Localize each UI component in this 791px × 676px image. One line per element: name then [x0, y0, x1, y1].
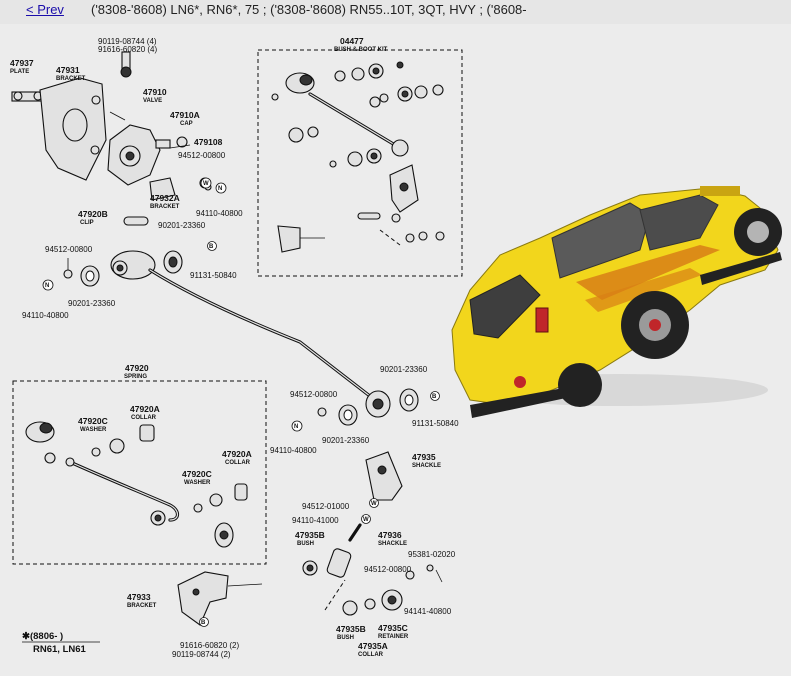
washer-symbol-c: W: [363, 517, 369, 523]
bolt2-number: 91616-60820 (4): [98, 45, 157, 54]
washer-symbol: [200, 177, 212, 189]
bolt-symbol-b: B: [432, 394, 437, 400]
retainer-number: 47935C: [378, 623, 408, 633]
footnote-models: RN61, LN61: [33, 644, 87, 655]
washer2-name: WASHER: [184, 480, 211, 486]
spring-name: SPRING: [124, 374, 147, 380]
shackle1-name: SHACKLE: [412, 463, 441, 469]
bolt3-number: 91616-60820 (2): [180, 641, 239, 650]
valve-name: VALVE: [143, 98, 162, 104]
bracket1-name: BRACKET: [56, 76, 86, 82]
part-94110-c: 94110-40800: [270, 446, 317, 455]
part-94512-a: 94512-00800: [178, 151, 226, 160]
part-94110-d: 94110-41000: [292, 516, 339, 525]
kit-number: 04477: [340, 36, 364, 46]
bush1-name: BUSH: [297, 541, 314, 547]
nut-symbol-c: N: [294, 424, 298, 430]
bottom-bracket: [177, 571, 263, 627]
kit-outline: [257, 49, 463, 277]
part-94512-e: 94512-00800: [364, 565, 412, 574]
shackle2-number: 47936: [378, 530, 402, 540]
parts-diagram: 04477 BUSH & BOOT KIT 47920 SPRING W N 4…: [10, 36, 782, 659]
valve-number: 47910: [143, 87, 167, 97]
bolt4-number: 90119-08744 (2): [172, 650, 231, 659]
nut-symbol-text: N: [218, 186, 222, 192]
clip-number: 47920B: [78, 209, 108, 219]
prev-link[interactable]: < Prev: [26, 2, 64, 17]
page-caption: ('8308-'8608) LN6*, RN6*, 75 ; ('8308-'8…: [91, 2, 527, 17]
shackle2-name: SHACKLE: [378, 541, 407, 547]
plate-number: 47937: [10, 58, 34, 68]
nut-symbol-b: N: [45, 283, 49, 289]
clip-name: CLIP: [80, 220, 94, 226]
bracket3-number: 47933: [127, 592, 151, 602]
bracket3-name: BRACKET: [127, 603, 157, 609]
lower-rod-end: [291, 388, 440, 432]
washer1-name: WASHER: [80, 427, 107, 433]
bracket2-name: BRACKET: [150, 204, 180, 210]
part-90201-d: 90201-23360: [322, 436, 370, 445]
collar2-number: 47920A: [222, 449, 252, 459]
spring-parts: [25, 421, 248, 548]
part-479108: 479108: [194, 137, 223, 147]
part-91131-b: 91131-50840: [412, 419, 459, 428]
part-94141: 94141-40800: [404, 607, 452, 616]
cap-name: CAP: [180, 121, 193, 127]
bush1-number: 47935B: [295, 530, 325, 540]
bracket1-number: 47931: [56, 65, 80, 75]
washer-symbol-text: W: [203, 181, 209, 187]
plate-name: PLATE: [10, 69, 29, 75]
bush2-number: 47935B: [336, 624, 366, 634]
kit-name: BUSH & BOOT KIT: [334, 47, 388, 53]
collar1-name: COLLAR: [131, 415, 157, 421]
bush2-name: BUSH: [337, 635, 354, 641]
part-94512-b: 94512-00800: [45, 245, 93, 254]
part-90201-a: 90201-23360: [158, 221, 206, 230]
collar1-number: 47920A: [130, 404, 160, 414]
collar3-number: 47935A: [358, 641, 388, 651]
kit-parts: [271, 61, 445, 253]
bolt1-number: 90119-08744 (4): [98, 37, 157, 46]
part-94512-c: 94512-00800: [290, 390, 338, 399]
footnote-model-date: ✱(8806- ): [22, 631, 63, 642]
plate-bracket-cluster: [11, 51, 212, 226]
spring-number: 47920: [125, 363, 149, 373]
washer2-number: 47920C: [182, 469, 212, 479]
shackle1-number: 47935: [412, 452, 436, 462]
bracket2-number: 47932A: [150, 193, 180, 203]
bolt-symbol-c: B: [201, 620, 206, 626]
washer-symbol-b: W: [371, 501, 377, 507]
part-94110-b: 94110-40800: [22, 311, 69, 320]
part-90201-b: 90201-23360: [68, 299, 116, 308]
washer1-number: 47920C: [78, 416, 108, 426]
cap-number: 47910A: [170, 110, 200, 120]
top-bar: [0, 0, 791, 24]
part-94110-a: 94110-40800: [196, 209, 243, 218]
part-91131-a: 91131-50840: [190, 271, 237, 280]
upper-rod-end: [42, 241, 217, 291]
part-95381: 95381-02020: [408, 550, 456, 559]
part-90201-c: 90201-23360: [380, 365, 428, 374]
retainer-name: RETAINER: [378, 634, 409, 640]
spring-outline: [12, 380, 267, 565]
collar2-name: COLLAR: [225, 460, 251, 466]
nut-symbol: [215, 182, 227, 194]
collar3-name: COLLAR: [358, 652, 384, 658]
bolt-symbol-a: B: [209, 244, 214, 250]
truck-image: [451, 186, 782, 418]
shackle-assembly: [302, 451, 443, 616]
part-94512-d: 94512-01000: [302, 502, 350, 511]
